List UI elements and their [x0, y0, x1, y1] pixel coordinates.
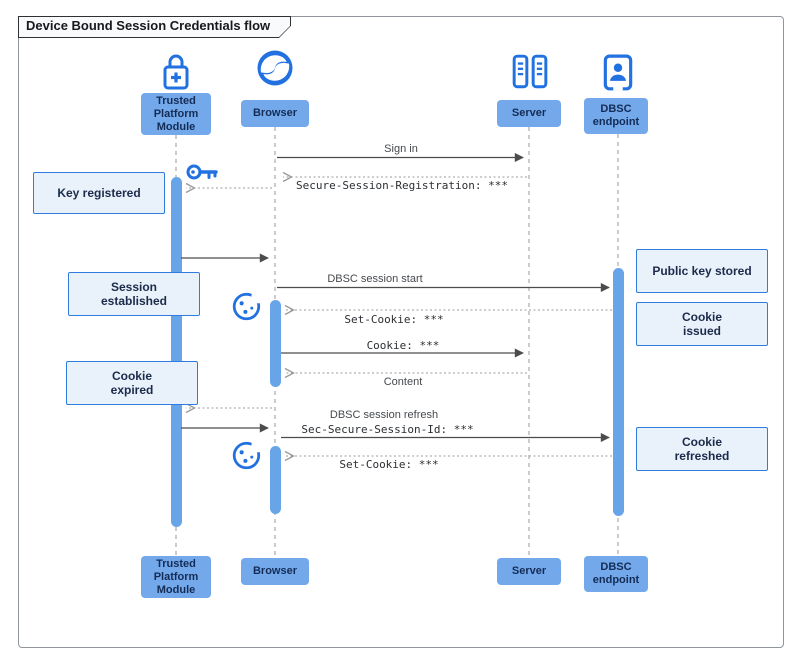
activation-bar-dbsc	[612, 268, 624, 516]
title-tab-fill	[19, 17, 290, 37]
id-badge-icon	[603, 54, 633, 91]
message-label-registration: Secure-Session-Registration: ***	[296, 179, 508, 192]
diagram-frame	[18, 16, 784, 648]
note-key-registered: Key registered	[33, 172, 165, 214]
note-label: Cookie issued	[681, 310, 722, 338]
note-label: Key registered	[57, 186, 141, 200]
actor-label: Server	[511, 565, 547, 577]
actor-label: Browser	[252, 107, 298, 119]
actor-label: DBSC endpoint	[592, 103, 640, 128]
cookie-icon	[232, 439, 263, 470]
message-label-refresh-line1: DBSC session refresh	[329, 409, 439, 421]
actor-top-dbsc: DBSC endpoint	[584, 98, 648, 134]
actor-bottom-dbsc: DBSC endpoint	[584, 556, 648, 592]
actor-bottom-server: Server	[497, 558, 561, 585]
note-label: Session established	[100, 280, 168, 308]
message-label-set-cookie-2: Set-Cookie: ***	[339, 458, 439, 471]
actor-label: Trusted Platform Module	[153, 94, 199, 133]
lock-plus-icon	[163, 54, 189, 90]
note-public-key-stored: Public key stored	[636, 249, 768, 293]
message-label-refresh-line2: Sec-Secure-Session-Id: ***	[301, 423, 474, 436]
message-label-sign-in: Sign in	[384, 143, 418, 155]
message-label-session-start: DBSC session start	[327, 273, 423, 285]
actor-label: DBSC endpoint	[592, 561, 640, 586]
activation-bar-browser-2	[269, 446, 281, 514]
note-cookie-expired: Cookie expired	[66, 361, 198, 405]
actor-label: Server	[511, 107, 547, 119]
note-cookie-issued: Cookie issued	[636, 302, 768, 346]
note-label: Public key stored	[652, 264, 752, 278]
globe-icon	[257, 50, 293, 86]
title-tab	[18, 16, 291, 38]
actor-top-server: Server	[497, 100, 561, 127]
actor-top-tpm: Trusted Platform Module	[141, 93, 211, 135]
message-label-cookie: Cookie: ***	[366, 339, 440, 352]
server-icon	[512, 54, 548, 89]
cookie-icon	[232, 290, 263, 321]
activation-bar-tpm	[170, 177, 182, 527]
activation-bar-browser-1	[269, 300, 281, 387]
actor-top-browser: Browser	[241, 100, 309, 127]
actor-label: Trusted Platform Module	[153, 557, 199, 596]
actor-bottom-browser: Browser	[241, 558, 309, 585]
actor-bottom-tpm: Trusted Platform Module	[141, 556, 211, 598]
note-label: Cookie expired	[110, 369, 154, 397]
key-icon	[186, 164, 218, 180]
note-cookie-refreshed: Cookie refreshed	[636, 427, 768, 471]
diagram-title: Device Bound Session Credentials flow	[26, 18, 271, 33]
message-label-set-cookie-1: Set-Cookie: ***	[344, 313, 444, 326]
note-label: Cookie refreshed	[674, 435, 730, 463]
actor-label: Browser	[252, 565, 298, 577]
note-session-established: Session established	[68, 272, 200, 316]
message-label-content: Content	[383, 376, 423, 388]
